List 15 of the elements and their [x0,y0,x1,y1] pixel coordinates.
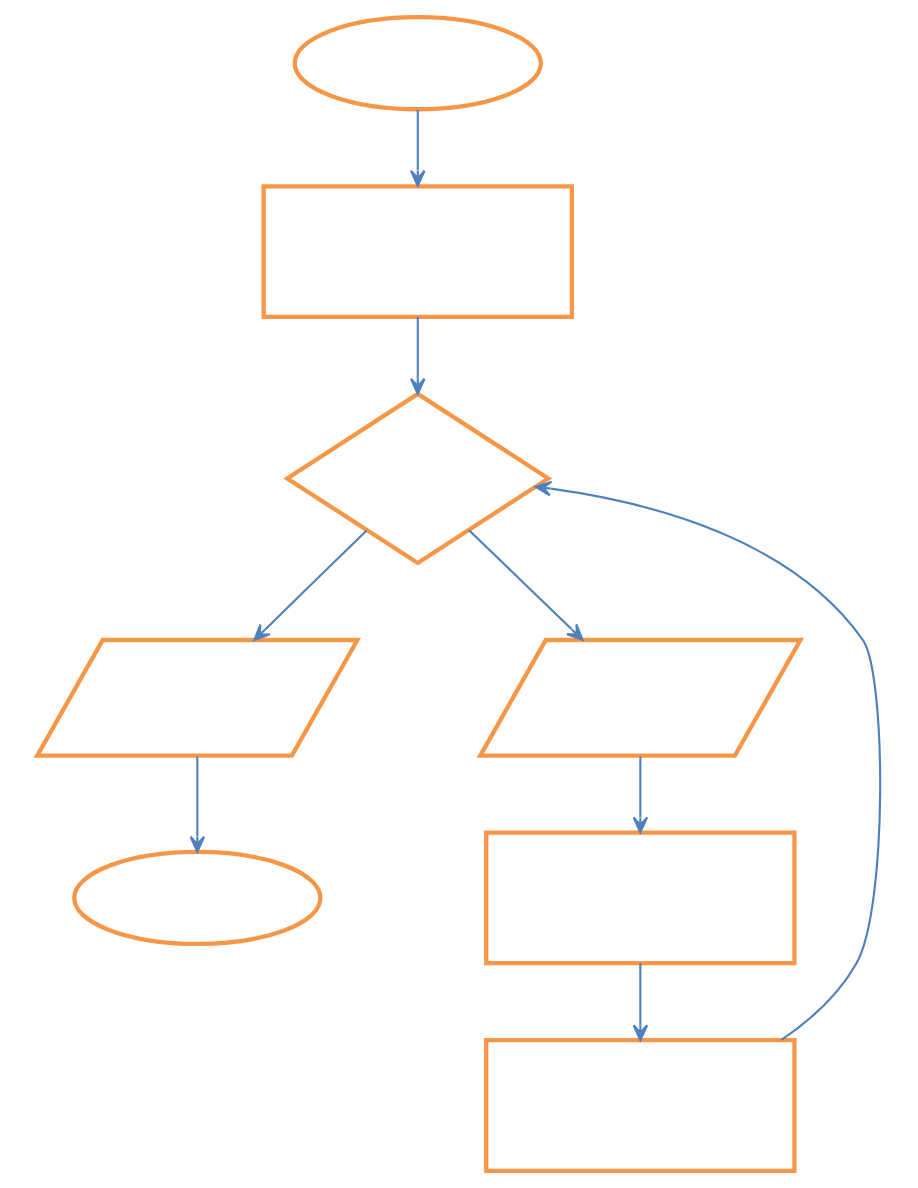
node-ellipse [292,15,543,112]
arrow [632,963,649,1042]
arrow [632,756,649,834]
node-parallelogram [33,637,362,758]
node-box [484,830,797,966]
arrow [189,756,206,853]
arrow [409,109,426,187]
arrow [468,529,584,641]
arrow [534,480,882,1041]
node-ellipse [72,849,323,947]
node-parallelogram [476,637,805,758]
arrow [409,316,426,395]
arrow [253,529,368,642]
node-box [261,184,574,319]
node-box [484,1038,797,1173]
